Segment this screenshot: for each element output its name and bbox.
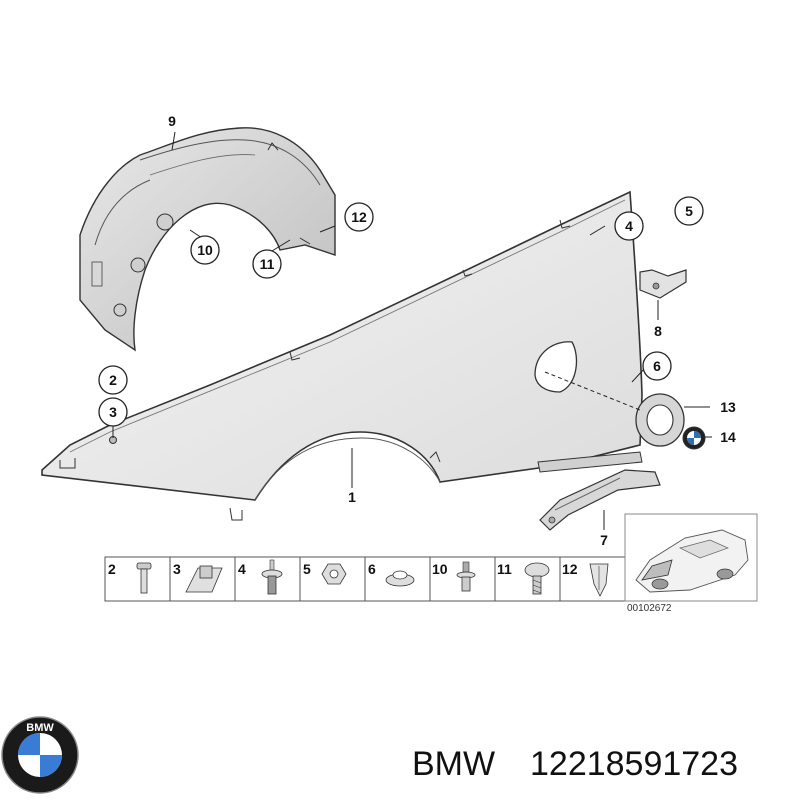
- stud-bolt-icon: [261, 559, 283, 595]
- callout-7-label: 7: [600, 532, 608, 548]
- callout-9: 9: [168, 113, 176, 129]
- screw-icon: [136, 562, 152, 594]
- callout-1-label: 1: [348, 489, 356, 505]
- callout-6-label: 6: [653, 358, 661, 374]
- callout-12-label: 12: [351, 209, 367, 225]
- callout-12: 12: [344, 202, 374, 232]
- front-fender: [41, 190, 643, 521]
- expanding-rivet-icon: [456, 561, 476, 592]
- strip-cell-12: 12: [562, 561, 609, 597]
- callout-10: 10: [190, 235, 220, 265]
- footer-caption: BMW 12218591723: [412, 745, 738, 783]
- callout-5-label: 5: [685, 203, 693, 219]
- callout-2-label: 2: [109, 372, 117, 388]
- callout-6: 6: [642, 351, 672, 381]
- strip-label-5: 5: [303, 561, 311, 577]
- wheel-arch-liner: [79, 127, 336, 352]
- part-number: 12218591723: [530, 745, 738, 783]
- brand-name: BMW: [412, 745, 495, 783]
- strip-label-10: 10: [432, 561, 448, 577]
- plastic-clip-icon: [589, 563, 609, 597]
- callout-7: 7: [600, 532, 608, 548]
- strip-label-11: 11: [497, 561, 512, 577]
- callout-11: 11: [252, 249, 282, 279]
- strip-label-12: 12: [562, 561, 578, 577]
- callout-11-label: 11: [260, 256, 275, 272]
- support-bracket-part-7: [539, 469, 661, 531]
- strip-cell-5: 5: [303, 561, 347, 585]
- strip-cell-4: 4: [238, 559, 283, 595]
- strip-cell-6: 6: [368, 561, 415, 587]
- self-tapping-screw-icon: [524, 562, 550, 595]
- car-location-thumbnail: 00102672: [624, 513, 758, 614]
- bracket-part-8: [639, 269, 687, 299]
- callout-5: 5: [674, 196, 704, 226]
- callout-8: 8: [654, 323, 662, 339]
- callout-1: 1: [348, 489, 356, 505]
- callout-10-label: 10: [197, 242, 213, 258]
- callout-14: 14: [720, 429, 736, 445]
- callout-2: 2: [98, 365, 128, 395]
- callout-8-label: 8: [654, 323, 662, 339]
- strip-label-6: 6: [368, 561, 376, 577]
- strip-label-4: 4: [238, 561, 246, 577]
- bmw-logo: BMW: [1, 716, 79, 794]
- callout-3: 3: [98, 397, 128, 427]
- strip-cell-10: 10: [432, 561, 476, 592]
- gasket-part-13: [635, 393, 685, 447]
- callout-4: 4: [614, 211, 644, 241]
- callout-14-label: 14: [720, 429, 736, 445]
- emblem-part-14: [682, 426, 706, 450]
- fastener-strip: 2 3 4 5: [104, 556, 626, 602]
- logo-letters: BMW: [26, 722, 54, 734]
- hex-nut-icon: [321, 563, 347, 585]
- strip-cell-2: 2: [108, 561, 152, 594]
- callout-9-label: 9: [168, 113, 176, 129]
- strip-label-3: 3: [173, 561, 181, 577]
- reference-number: 00102672: [627, 603, 672, 614]
- callout-3-label: 3: [109, 404, 117, 420]
- strip-label-2: 2: [108, 561, 116, 577]
- callout-13: 13: [720, 399, 736, 415]
- strip-cell-11: 11: [497, 561, 550, 595]
- grommet-icon: [385, 570, 415, 587]
- clip-nut-icon: [185, 565, 223, 593]
- callout-13-label: 13: [720, 399, 736, 415]
- callout-4-label: 4: [625, 218, 633, 234]
- strip-cell-3: 3: [173, 561, 223, 593]
